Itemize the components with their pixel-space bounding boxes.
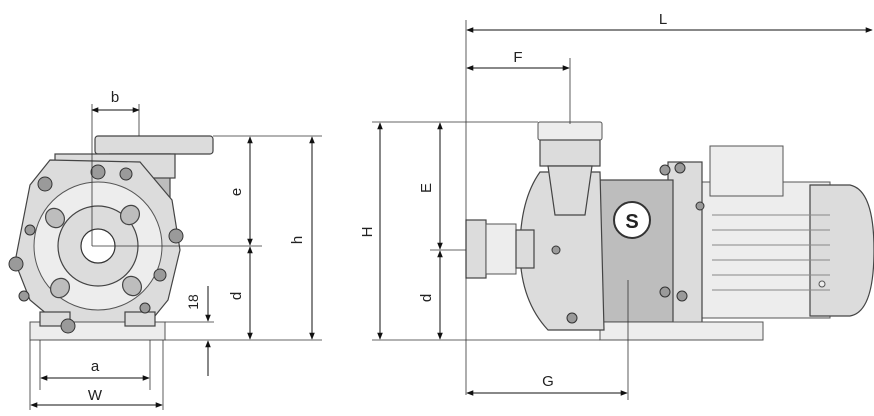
label-b: b — [111, 89, 119, 106]
bolt — [139, 302, 151, 314]
label-d-front: d — [228, 292, 245, 300]
label-d-side: d — [418, 294, 435, 302]
motor-screw — [818, 280, 826, 288]
label-E: E — [418, 183, 435, 193]
label-W: W — [88, 387, 103, 404]
side-view-pump: S — [465, 121, 874, 341]
label-H: H — [359, 227, 376, 238]
suction-flange — [465, 219, 487, 279]
suction-union — [485, 223, 517, 275]
bolt — [695, 201, 705, 211]
label-18: 18 — [185, 294, 201, 310]
front-dimensions: b e d h 18 a W — [29, 89, 322, 410]
bolt — [674, 162, 686, 174]
suction-neck — [515, 229, 535, 269]
bolt — [659, 286, 671, 298]
foot-right — [124, 311, 156, 327]
bolt — [60, 318, 76, 334]
motor-body — [699, 181, 831, 319]
bolt — [90, 164, 106, 180]
side-dimensions: L F H E d G — [359, 11, 873, 400]
discharge-flange — [94, 135, 214, 155]
bolt — [566, 312, 578, 324]
bolt — [119, 167, 133, 181]
discharge-cap — [537, 121, 603, 141]
bolt — [551, 245, 561, 255]
side-base-plate — [599, 321, 764, 341]
motor-end-cap — [809, 184, 874, 317]
terminal-box — [709, 145, 784, 197]
discharge-union — [539, 139, 601, 167]
bolt — [24, 224, 36, 236]
port-lower-right — [121, 275, 143, 297]
label-G: G — [542, 373, 554, 390]
label-h: h — [289, 236, 306, 244]
bolt — [676, 290, 688, 302]
discharge-pipe — [547, 165, 593, 216]
bolt — [153, 268, 167, 282]
label-F: F — [513, 49, 522, 66]
bolt — [659, 164, 671, 176]
bolt — [8, 256, 24, 272]
label-e: e — [228, 188, 245, 196]
front-view-pump — [8, 135, 214, 341]
label-a: a — [91, 358, 100, 375]
port-upper-left — [44, 207, 66, 229]
label-L: L — [659, 11, 667, 28]
brand-logo — [613, 201, 651, 239]
bolt — [18, 290, 30, 302]
port-upper-right — [119, 204, 141, 226]
bolt — [168, 228, 184, 244]
bolt — [37, 176, 53, 192]
port-lower-left — [49, 277, 71, 299]
logo-mark: S — [625, 211, 638, 233]
